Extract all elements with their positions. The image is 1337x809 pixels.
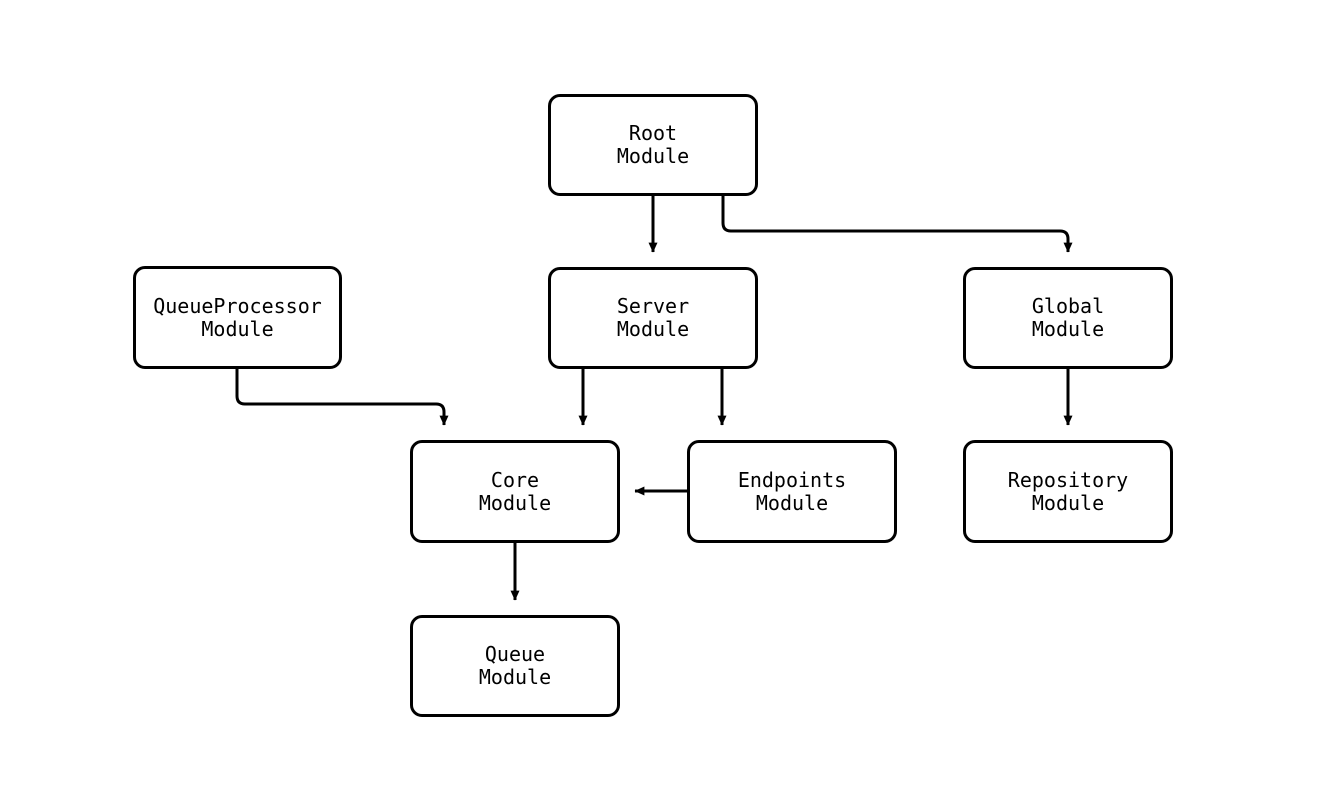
node-repository-module[interactable]: Repository Module (963, 440, 1173, 543)
edge-queueprocessor-to-core (235, 369, 449, 426)
node-queueprocessor-module[interactable]: QueueProcessor Module (133, 266, 342, 369)
node-queueprocessor-module-line1: QueueProcessor (153, 293, 322, 318)
node-queue-module[interactable]: Queue Module (410, 615, 620, 717)
node-global-module-line1: Global (1031, 294, 1105, 318)
node-queue-module-line1: Queue (484, 642, 546, 666)
node-core-module-line2: Module (478, 490, 552, 515)
node-server-module[interactable]: Server Module (548, 267, 758, 369)
node-root-module-line1: Root (628, 121, 678, 145)
node-endpoints-module-line1: Endpoints (737, 467, 847, 492)
node-repository-module-line1: Repository (1007, 467, 1129, 492)
node-root-module-line2: Module (616, 144, 690, 168)
node-root-module[interactable]: Root Module (548, 94, 758, 196)
edge-root-to-global (721, 196, 1073, 253)
node-core-module-line1: Core (490, 467, 540, 492)
node-global-module[interactable]: Global Module (963, 267, 1173, 369)
node-endpoints-module[interactable]: Endpoints Module (687, 440, 897, 543)
node-server-module-line1: Server (616, 294, 690, 318)
node-server-module-line2: Module (616, 317, 690, 341)
node-endpoints-module-line2: Module (755, 490, 829, 515)
node-global-module-line2: Module (1031, 317, 1105, 341)
node-queue-module-line2: Module (478, 665, 552, 689)
node-core-module[interactable]: Core Module (410, 440, 620, 543)
node-repository-module-line2: Module (1031, 490, 1105, 515)
node-queueprocessor-module-line2: Module (201, 316, 274, 341)
